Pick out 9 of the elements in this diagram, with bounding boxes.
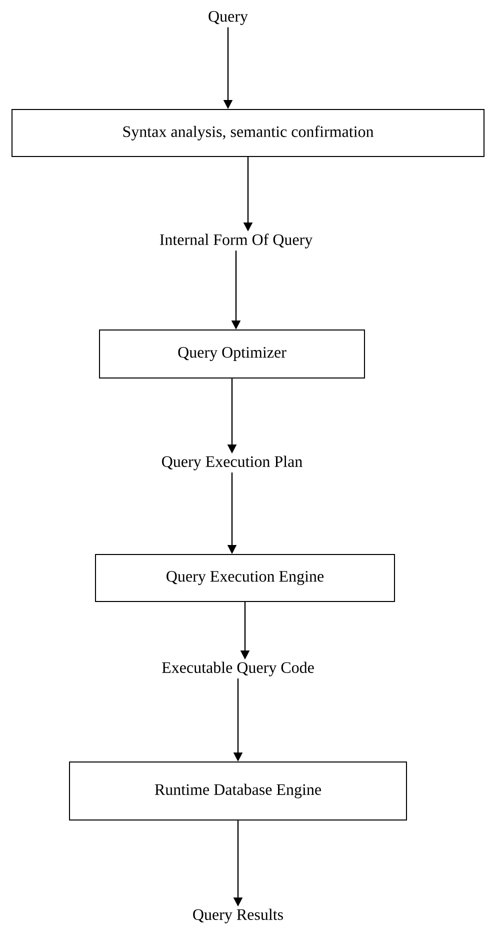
flow-label: Query Execution Plan <box>162 456 302 470</box>
flow-label: Internal Form Of Query <box>160 234 313 248</box>
process-box: Syntax analysis, semantic confirmation <box>12 109 484 157</box>
process-box: Query Optimizer <box>99 330 365 378</box>
process-box: Runtime Database Engine <box>69 762 407 820</box>
flow-label: Executable Query Code <box>162 662 314 676</box>
flow-label: Query <box>208 11 248 26</box>
process-box: Query Execution Engine <box>95 554 395 602</box>
flow-label: Query Results <box>193 908 283 924</box>
